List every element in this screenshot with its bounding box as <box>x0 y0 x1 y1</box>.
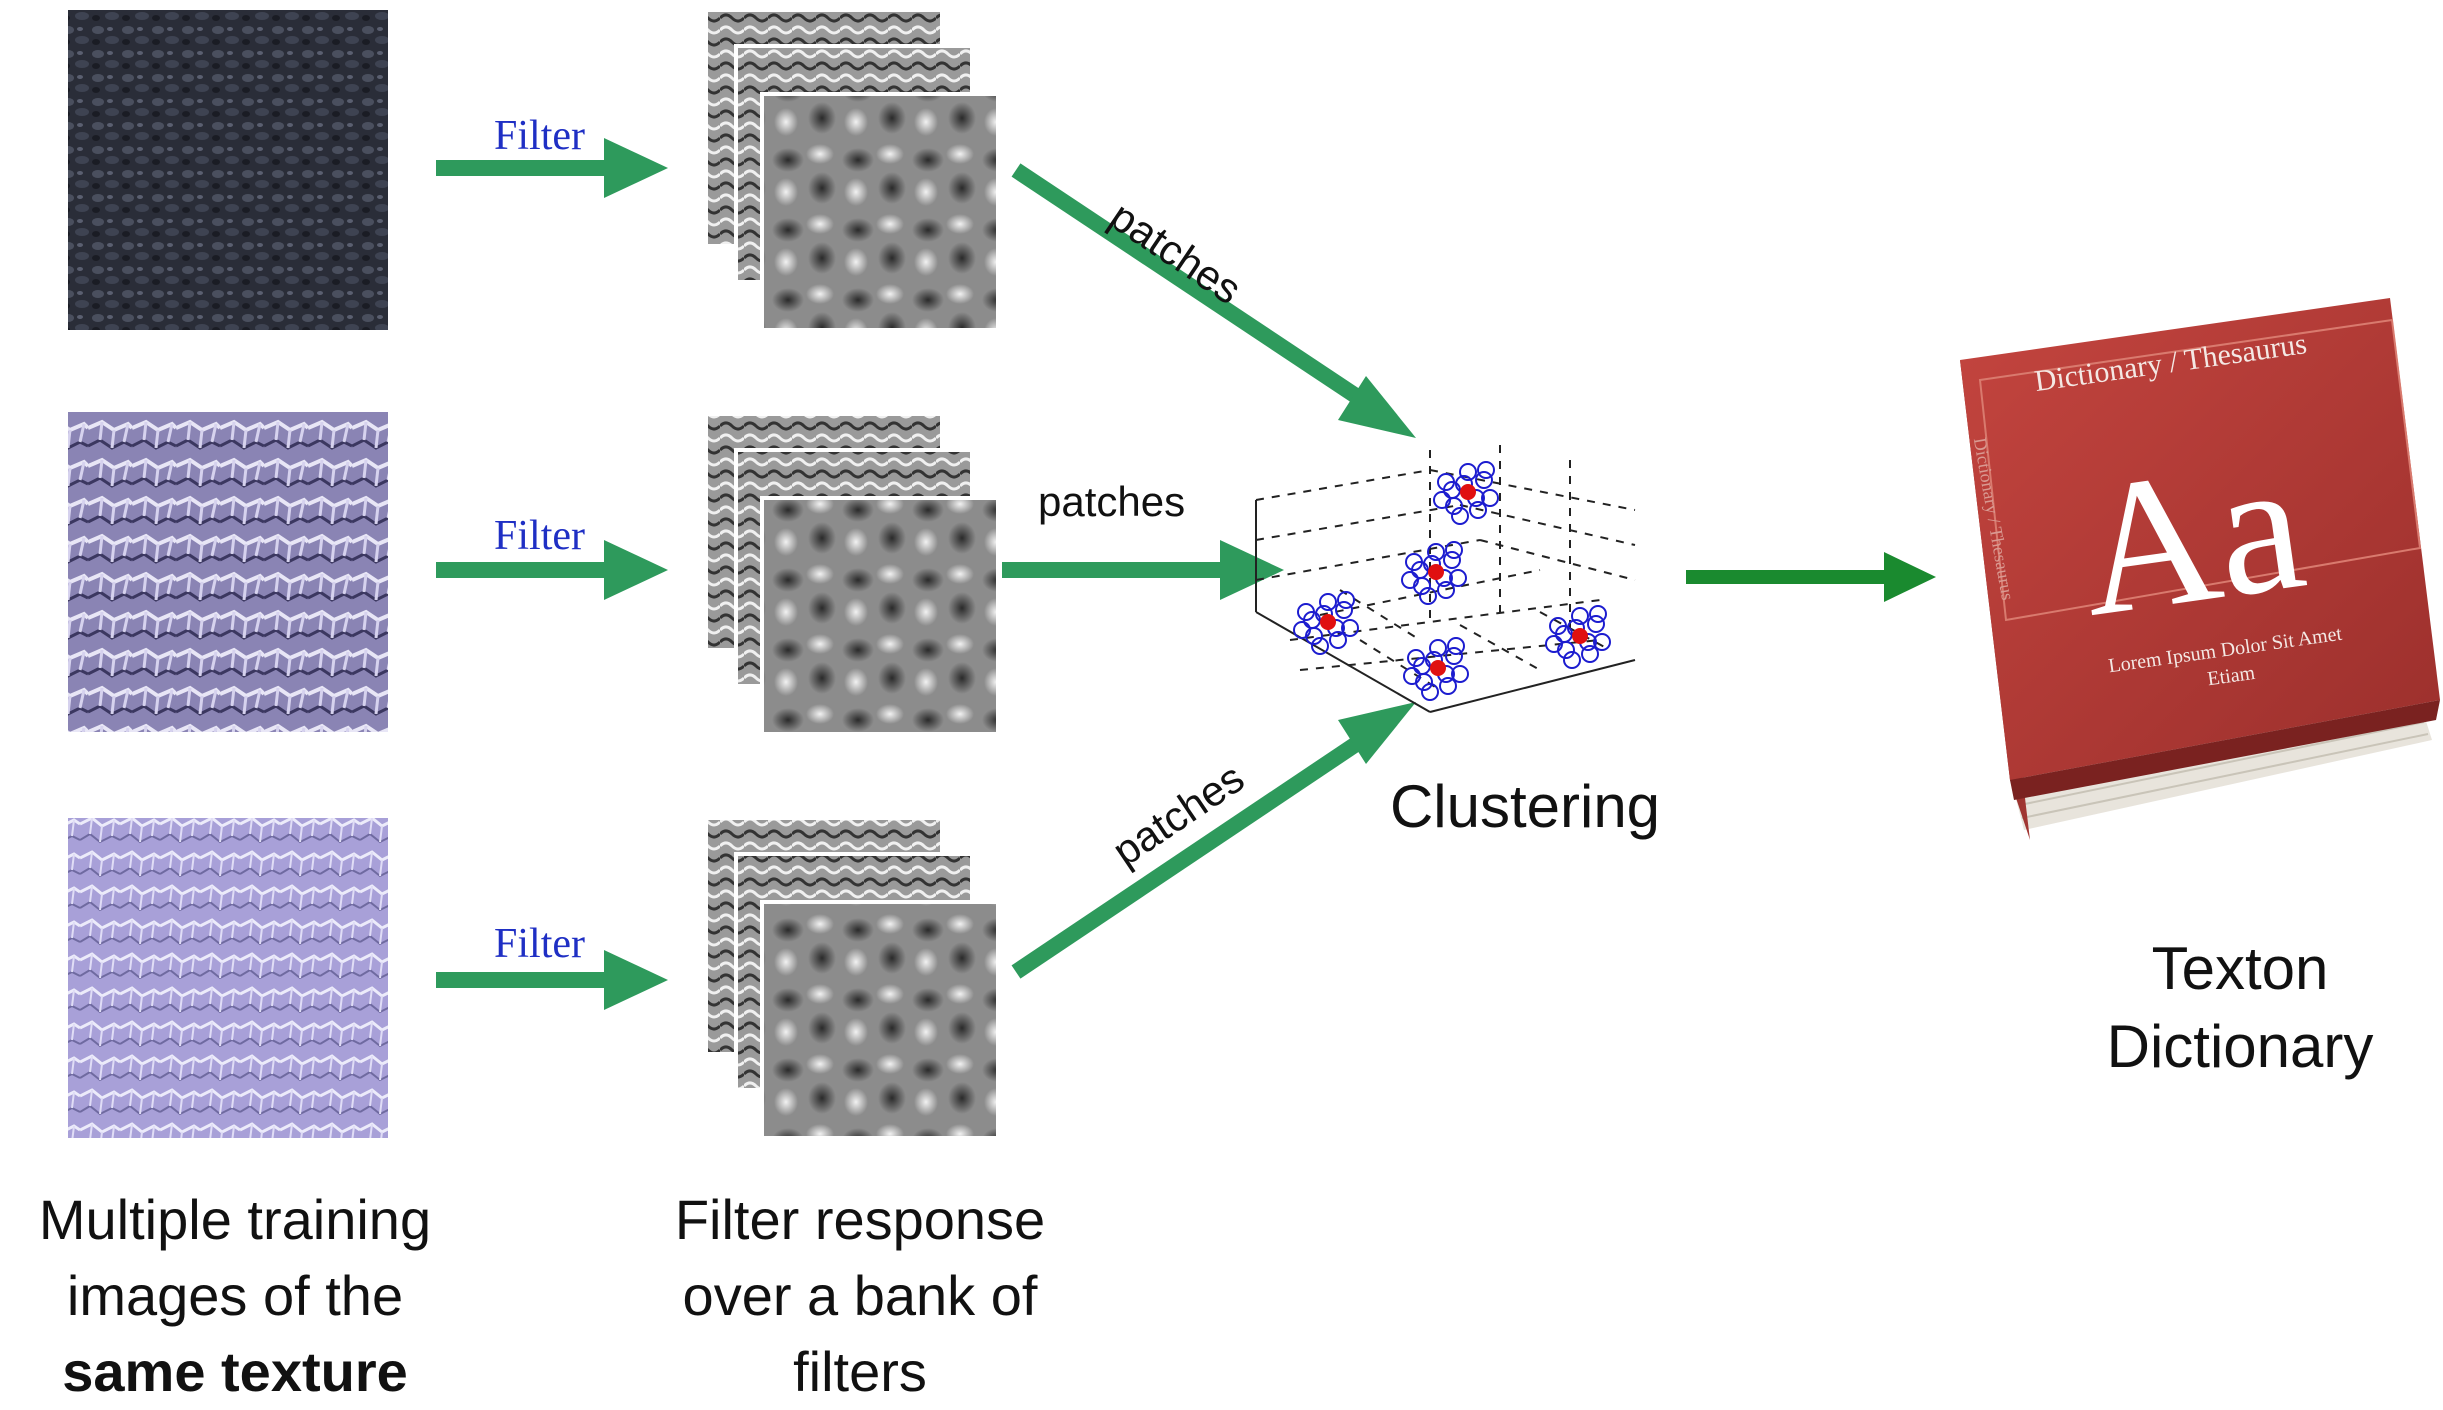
cluster-point <box>1421 683 1439 701</box>
caption-filter-response: Filter response over a bank of filters <box>630 1182 1090 1410</box>
cluster-center <box>1460 484 1476 500</box>
filter-arrow-2 <box>436 540 668 600</box>
caption-training-line3: same texture <box>62 1340 408 1403</box>
cluster-point <box>1581 645 1599 663</box>
cluster-points <box>1293 461 1611 701</box>
dictionary-arrow <box>1686 552 1936 602</box>
texture-image-2 <box>68 412 388 732</box>
texton-dictionary-label: Texton Dictionary <box>2060 930 2420 1086</box>
cluster-point <box>1587 615 1605 633</box>
texton-label-line2: Dictionary <box>2106 1013 2374 1080</box>
cluster-point <box>1341 619 1359 637</box>
cluster-center <box>1572 628 1588 644</box>
clustering-label: Clustering <box>1389 773 1661 840</box>
cluster-center <box>1320 614 1336 630</box>
cluster-point <box>1593 633 1611 651</box>
cluster-point <box>1429 639 1447 657</box>
texture-image-3 <box>68 818 388 1138</box>
cluster-point <box>1329 631 1347 649</box>
cluster-point <box>1337 591 1355 609</box>
cluster-point <box>1563 651 1581 669</box>
cluster-point <box>1589 605 1607 623</box>
patch-arrow-bottom <box>1011 702 1416 979</box>
cluster-point <box>1427 543 1445 561</box>
cluster-point <box>1469 501 1487 519</box>
patch-arrow-middle <box>1002 540 1284 600</box>
caption-training-images: Multiple training images of the same tex… <box>0 1182 470 1410</box>
book-glyph: Aa <box>2067 418 2316 657</box>
filter-arrow-3 <box>436 950 668 1010</box>
cluster-point <box>1433 491 1451 509</box>
patch-arrow-top <box>1011 163 1416 438</box>
filter-label-1: Filter <box>494 113 585 159</box>
cluster-point <box>1445 647 1463 665</box>
cluster-point <box>1437 581 1455 599</box>
cluster-point <box>1475 471 1493 489</box>
cluster-point <box>1401 571 1419 589</box>
cluster-point <box>1419 587 1437 605</box>
cluster-point <box>1413 657 1431 675</box>
filter-arrow-1 <box>436 138 668 198</box>
cluster-point <box>1481 489 1499 507</box>
caption-filter-line3: filters <box>793 1340 927 1403</box>
caption-filter-line2: over a bank of <box>682 1264 1038 1327</box>
cluster-point <box>1303 611 1321 629</box>
cluster-point <box>1451 507 1469 525</box>
cluster-point <box>1443 551 1461 569</box>
filter-label-2: Filter <box>494 513 585 559</box>
cluster-point <box>1545 635 1563 653</box>
cluster-point <box>1477 461 1495 479</box>
dictionary-book-icon <box>1960 298 2440 840</box>
cluster-point <box>1449 569 1467 587</box>
cluster-center <box>1428 564 1444 580</box>
cluster-point <box>1443 481 1461 499</box>
texture-image-1 <box>68 10 388 330</box>
cluster-point <box>1293 621 1311 639</box>
caption-training-line1: Multiple training <box>38 1188 432 1251</box>
texton-label-line1: Texton <box>2151 935 2329 1002</box>
filter-response-stack-3 <box>704 816 1000 1140</box>
cluster-point <box>1439 677 1457 695</box>
cluster-point <box>1411 561 1429 579</box>
patch-label-middle: patches <box>1038 478 1186 525</box>
cluster-point <box>1571 607 1589 625</box>
cluster-point <box>1445 541 1463 559</box>
cluster-point <box>1311 637 1329 655</box>
cluster-point <box>1451 665 1469 683</box>
cluster-point <box>1403 667 1421 685</box>
filter-label-3: Filter <box>494 921 585 967</box>
cluster-point <box>1459 463 1477 481</box>
cluster-point <box>1335 601 1353 619</box>
filter-response-stack-1 <box>704 8 1000 332</box>
cluster-point <box>1447 637 1465 655</box>
cluster-point <box>1319 593 1337 611</box>
cluster-center <box>1430 660 1446 676</box>
caption-training-line2: images of the <box>66 1264 404 1327</box>
cluster-point <box>1555 625 1573 643</box>
caption-filter-line1: Filter response <box>674 1188 1046 1251</box>
filter-response-stack-2 <box>704 412 1000 736</box>
